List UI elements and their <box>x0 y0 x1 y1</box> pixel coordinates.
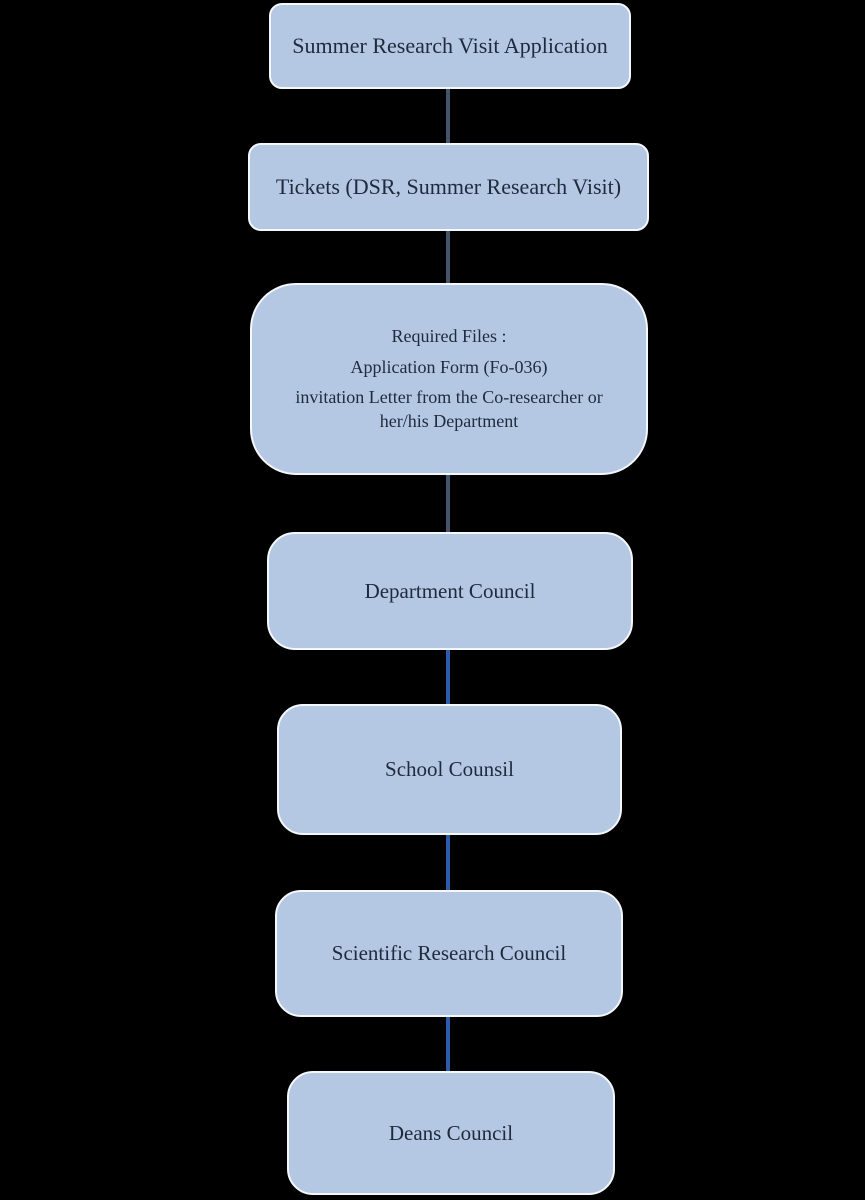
node-label: School Counsil <box>385 757 514 781</box>
required-files-line-application-form: Application Form (Fo-036) <box>350 356 548 377</box>
connector-scientific-research-council-to-deans-council <box>446 1015 450 1073</box>
flowchart-node-department-council: Department Council <box>267 532 633 650</box>
flowchart-node-school-counsil: School Counsil <box>277 704 622 835</box>
flowchart-node-summer-research-visit-application: Summer Research Visit Application <box>269 3 631 89</box>
flowchart-node-tickets: Tickets (DSR, Summer Research Visit) <box>248 143 649 231</box>
required-files-heading: Required Files : <box>391 326 507 347</box>
connector-application-to-tickets <box>446 89 450 145</box>
node-label: Deans Council <box>388 1120 514 1145</box>
connector-school-counsil-to-scientific-research-council <box>446 833 450 892</box>
connector-tickets-to-required-files <box>446 229 450 285</box>
connector-department-council-to-school-counsil <box>446 648 450 706</box>
flowchart-node-required-files: Required Files : Application Form (Fo-03… <box>250 283 648 475</box>
required-files-line-invitation-letter: invitation Letter from the Co-researcher… <box>295 387 603 432</box>
node-label: Scientific Research Council <box>331 941 567 965</box>
node-label: Summer Research Visit Application <box>292 33 608 58</box>
node-label: Department Council <box>364 578 536 603</box>
flowchart-node-deans-council: Deans Council <box>287 1071 615 1195</box>
connector-required-files-to-department-council <box>446 473 450 534</box>
flowchart-node-scientific-research-council: Scientific Research Council <box>275 890 623 1017</box>
node-label: Tickets (DSR, Summer Research Visit) <box>275 174 622 199</box>
